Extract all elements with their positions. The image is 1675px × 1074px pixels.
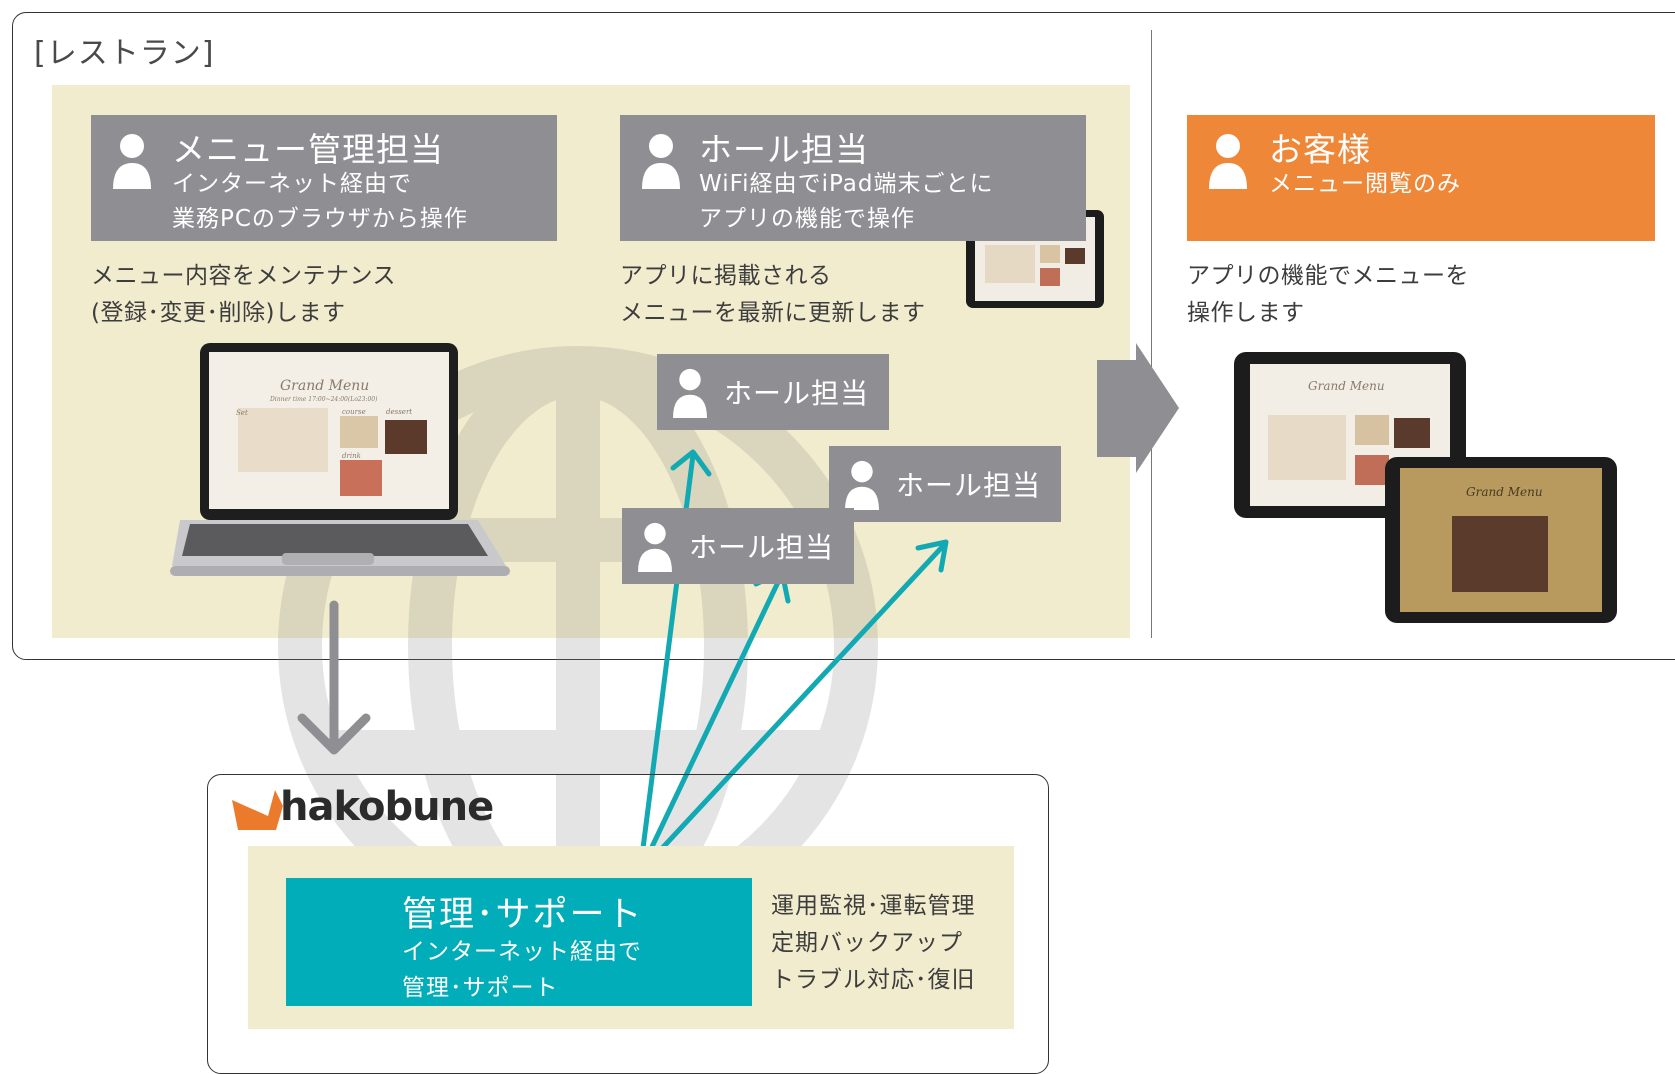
support-sub-2: 管理･サポート [402,975,559,1001]
customer-role: お客様 メニュー閲覧のみ [1187,115,1655,241]
menu-manager-sub-1: インターネット経由で [172,171,412,197]
laptop-menu-set: Set [236,409,248,417]
person-icon [845,460,879,510]
hall-staff-desc-2: メニューを最新に更新します [620,300,926,326]
menu-manager-sub-2: 業務PCのブラウザから操作 [172,206,468,232]
ops-item: 定期バックアップ [771,930,963,956]
hall-staff-unit-1: ホール担当 [657,354,889,430]
menu-manager-title: メニュー管理担当 [172,130,444,169]
person-icon [642,134,680,189]
laptop-menu-course: course [342,408,366,416]
hakobune-logo: hakobune [280,784,494,830]
hall-staff-desc-1: アプリに掲載される [620,263,832,289]
customer-title: お客様 [1269,130,1371,169]
hall-staff-unit-label: ホール担当 [896,469,1042,502]
hall-staff-unit-label: ホール担当 [724,377,870,410]
menu-manager-desc-2: (登録･変更･削除)します [91,300,346,326]
flow-arrow-to-hakobune [297,600,371,755]
person-icon [638,522,672,572]
diagram-graphics: Grand Menu Dinner time 17:00~24:00(Lo23:… [170,210,1617,946]
customer-tablet-image-2: Grand Menu [1385,457,1617,623]
person-icon [1209,134,1247,189]
menu-manager-role: メニュー管理担当 インターネット経由で 業務PCのブラウザから操作 [91,115,557,241]
support-title: 管理･サポート [402,895,644,935]
menu-manager-desc-1: メニュー内容をメンテナンス [91,263,397,289]
customer-sub: メニュー閲覧のみ [1269,171,1461,197]
ops-list: 運用監視･運転管理 定期バックアップ トラブル対応･復旧 [771,888,976,999]
customer-desc-2: 操作します [1187,300,1305,326]
hall-staff-unit-3: ホール担当 [622,508,854,584]
restaurant-title: [レストラン] [34,36,215,71]
restaurant-frame [12,12,1675,660]
ops-item: 運用監視･運転管理 [771,893,976,919]
support-sub-1: インターネット経由で [402,939,642,965]
tablet2-menu-heading: Grand Menu [1466,485,1543,499]
person-icon [113,134,151,189]
laptop-menu-dessert: dessert [386,408,412,416]
laptop-menu-heading: Grand Menu [280,378,369,394]
flow-arrow-to-customer [1097,343,1179,473]
laptop-image: Grand Menu Dinner time 17:00~24:00(Lo23:… [170,343,510,576]
support-box: 管理･サポート インターネット経由で 管理･サポート [286,878,752,1006]
laptop-menu-time: Dinner time 17:00~24:00(Lo23:00) [269,396,378,403]
tablet1-menu-heading: Grand Menu [1308,379,1385,393]
hall-staff-sub-1: WiFi経由でiPad端末ごとに [699,171,994,197]
laptop-menu-drink: drink [342,452,361,460]
person-icon [673,368,707,418]
hall-staff-unit-2: ホール担当 [829,446,1061,522]
hall-staff-unit-label: ホール担当 [689,531,835,564]
hall-staff-title: ホール担当 [699,130,869,169]
customer-desc-1: アプリの機能でメニューを [1187,263,1469,289]
ops-item: トラブル対応･復旧 [771,967,976,993]
hall-staff-sub-2: アプリの機能で操作 [699,206,915,232]
restaurant-divider [1151,30,1152,638]
hall-staff-role: ホール担当 WiFi経由でiPad端末ごとに アプリの機能で操作 [620,115,1086,241]
